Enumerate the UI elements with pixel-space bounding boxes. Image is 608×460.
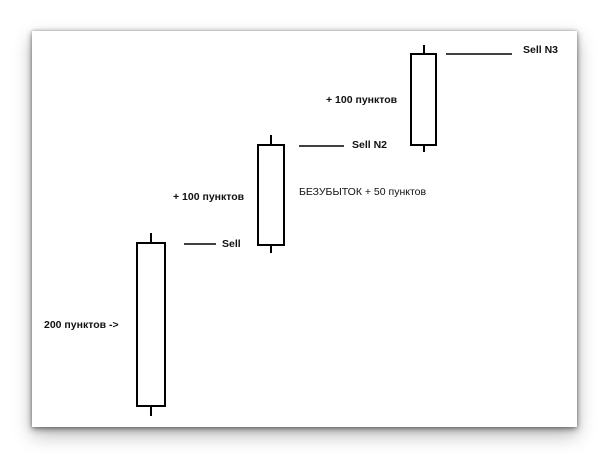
candle-1-body [136,242,166,407]
label-breakeven: БЕЗУБЫТОК + 50 пунктов [299,186,427,198]
label-sell-n2: Sell N2 [352,139,388,151]
diagram-card [32,31,577,427]
label-sell-n3: Sell N3 [523,44,559,56]
candle-3-body [410,53,437,146]
candle-2-body [257,144,285,246]
label-plus-100-first: + 100 пунктов [173,191,245,203]
candle-2 [257,135,285,253]
label-plus-100-second: + 100 пунктов [326,94,398,106]
candle-3 [410,45,437,152]
label-sell: Sell [222,238,241,250]
candle-1 [136,233,166,416]
label-200-points: 200 пунктов -> [44,319,119,331]
